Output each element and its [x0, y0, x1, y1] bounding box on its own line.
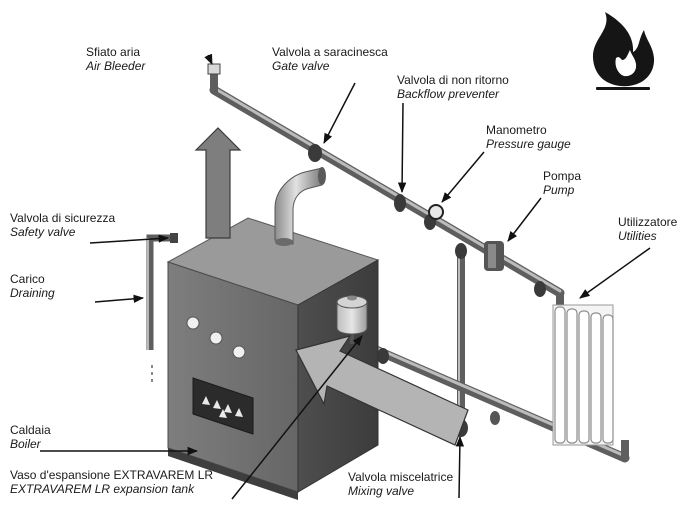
mixing-valve-label: Valvola miscelatrice Mixing valve — [348, 470, 453, 498]
pressure-gauge-label: Manometro Pressure gauge — [486, 123, 571, 151]
mixing-valve-label-it: Valvola miscelatrice — [348, 470, 454, 484]
pipe-fittings — [308, 144, 546, 437]
chimney — [274, 167, 326, 246]
return-flow-arrow — [295, 335, 469, 446]
pressure-gauge-label-it: Manometro — [486, 123, 547, 137]
boiler-label-it: Caldaia — [10, 423, 51, 437]
utilities-label: Utilizzatore Utilities — [618, 215, 677, 243]
expansion-tank — [336, 295, 368, 344]
safety-valve-label-en: Safety valve — [10, 225, 76, 239]
backflow-preventer-label: Valvola di non ritorno Backflow prevente… — [397, 73, 509, 101]
draining-label-it: Carico — [10, 272, 45, 286]
utilities-label-it: Utilizzatore — [618, 215, 678, 229]
pump-label: Pompa Pump — [543, 169, 581, 197]
utilities-label-en: Utilities — [618, 229, 657, 243]
backflow-preventer-label-it: Valvola di non ritorno — [397, 73, 509, 87]
air-bleeder-label-it: Sfiato aria — [86, 45, 141, 59]
pressure-gauge-label-en: Pressure gauge — [486, 137, 571, 151]
leader-lines — [40, 53, 651, 500]
safety-valve-label: Valvola di sicurezza Safety valve — [10, 211, 115, 239]
boiler-label-en: Boiler — [10, 437, 41, 451]
expansion-tank-label-it: Vaso d'espansione EXTRAVAREM LR — [10, 468, 214, 482]
safety-valve-label-it: Valvola di sicurezza — [10, 211, 116, 225]
air-up-arrow — [194, 127, 242, 239]
pump-label-it: Pompa — [543, 169, 582, 183]
draining-label-en: Draining — [10, 286, 55, 300]
pressure-gauge — [428, 204, 444, 220]
expansion-tank-label-en: EXTRAVAREM LR expansion tank — [10, 482, 195, 496]
boiler-label: Caldaia Boiler — [10, 423, 51, 451]
air-bleeder-label-en: Air Bleeder — [86, 59, 146, 73]
flame-icon — [592, 12, 655, 90]
gate-valve-label-it: Valvola a saracinesca — [272, 45, 388, 59]
air-bleeder-label: Sfiato aria Air Bleeder — [86, 45, 145, 73]
backflow-preventer-label-en: Backflow preventer — [397, 87, 500, 101]
gate-valve-label-en: Gate valve — [272, 59, 330, 73]
gate-valve-label: Valvola a saracinesca Gate valve — [272, 45, 388, 73]
pump-label-en: Pump — [543, 183, 575, 197]
expansion-tank-label: Vaso d'espansione EXTRAVAREM LR EXTRAVAR… — [10, 468, 213, 496]
mixing-valve-label-en: Mixing valve — [348, 484, 415, 498]
draining-label: Carico Draining — [10, 272, 55, 300]
radiator — [552, 304, 614, 446]
pump — [484, 241, 504, 271]
